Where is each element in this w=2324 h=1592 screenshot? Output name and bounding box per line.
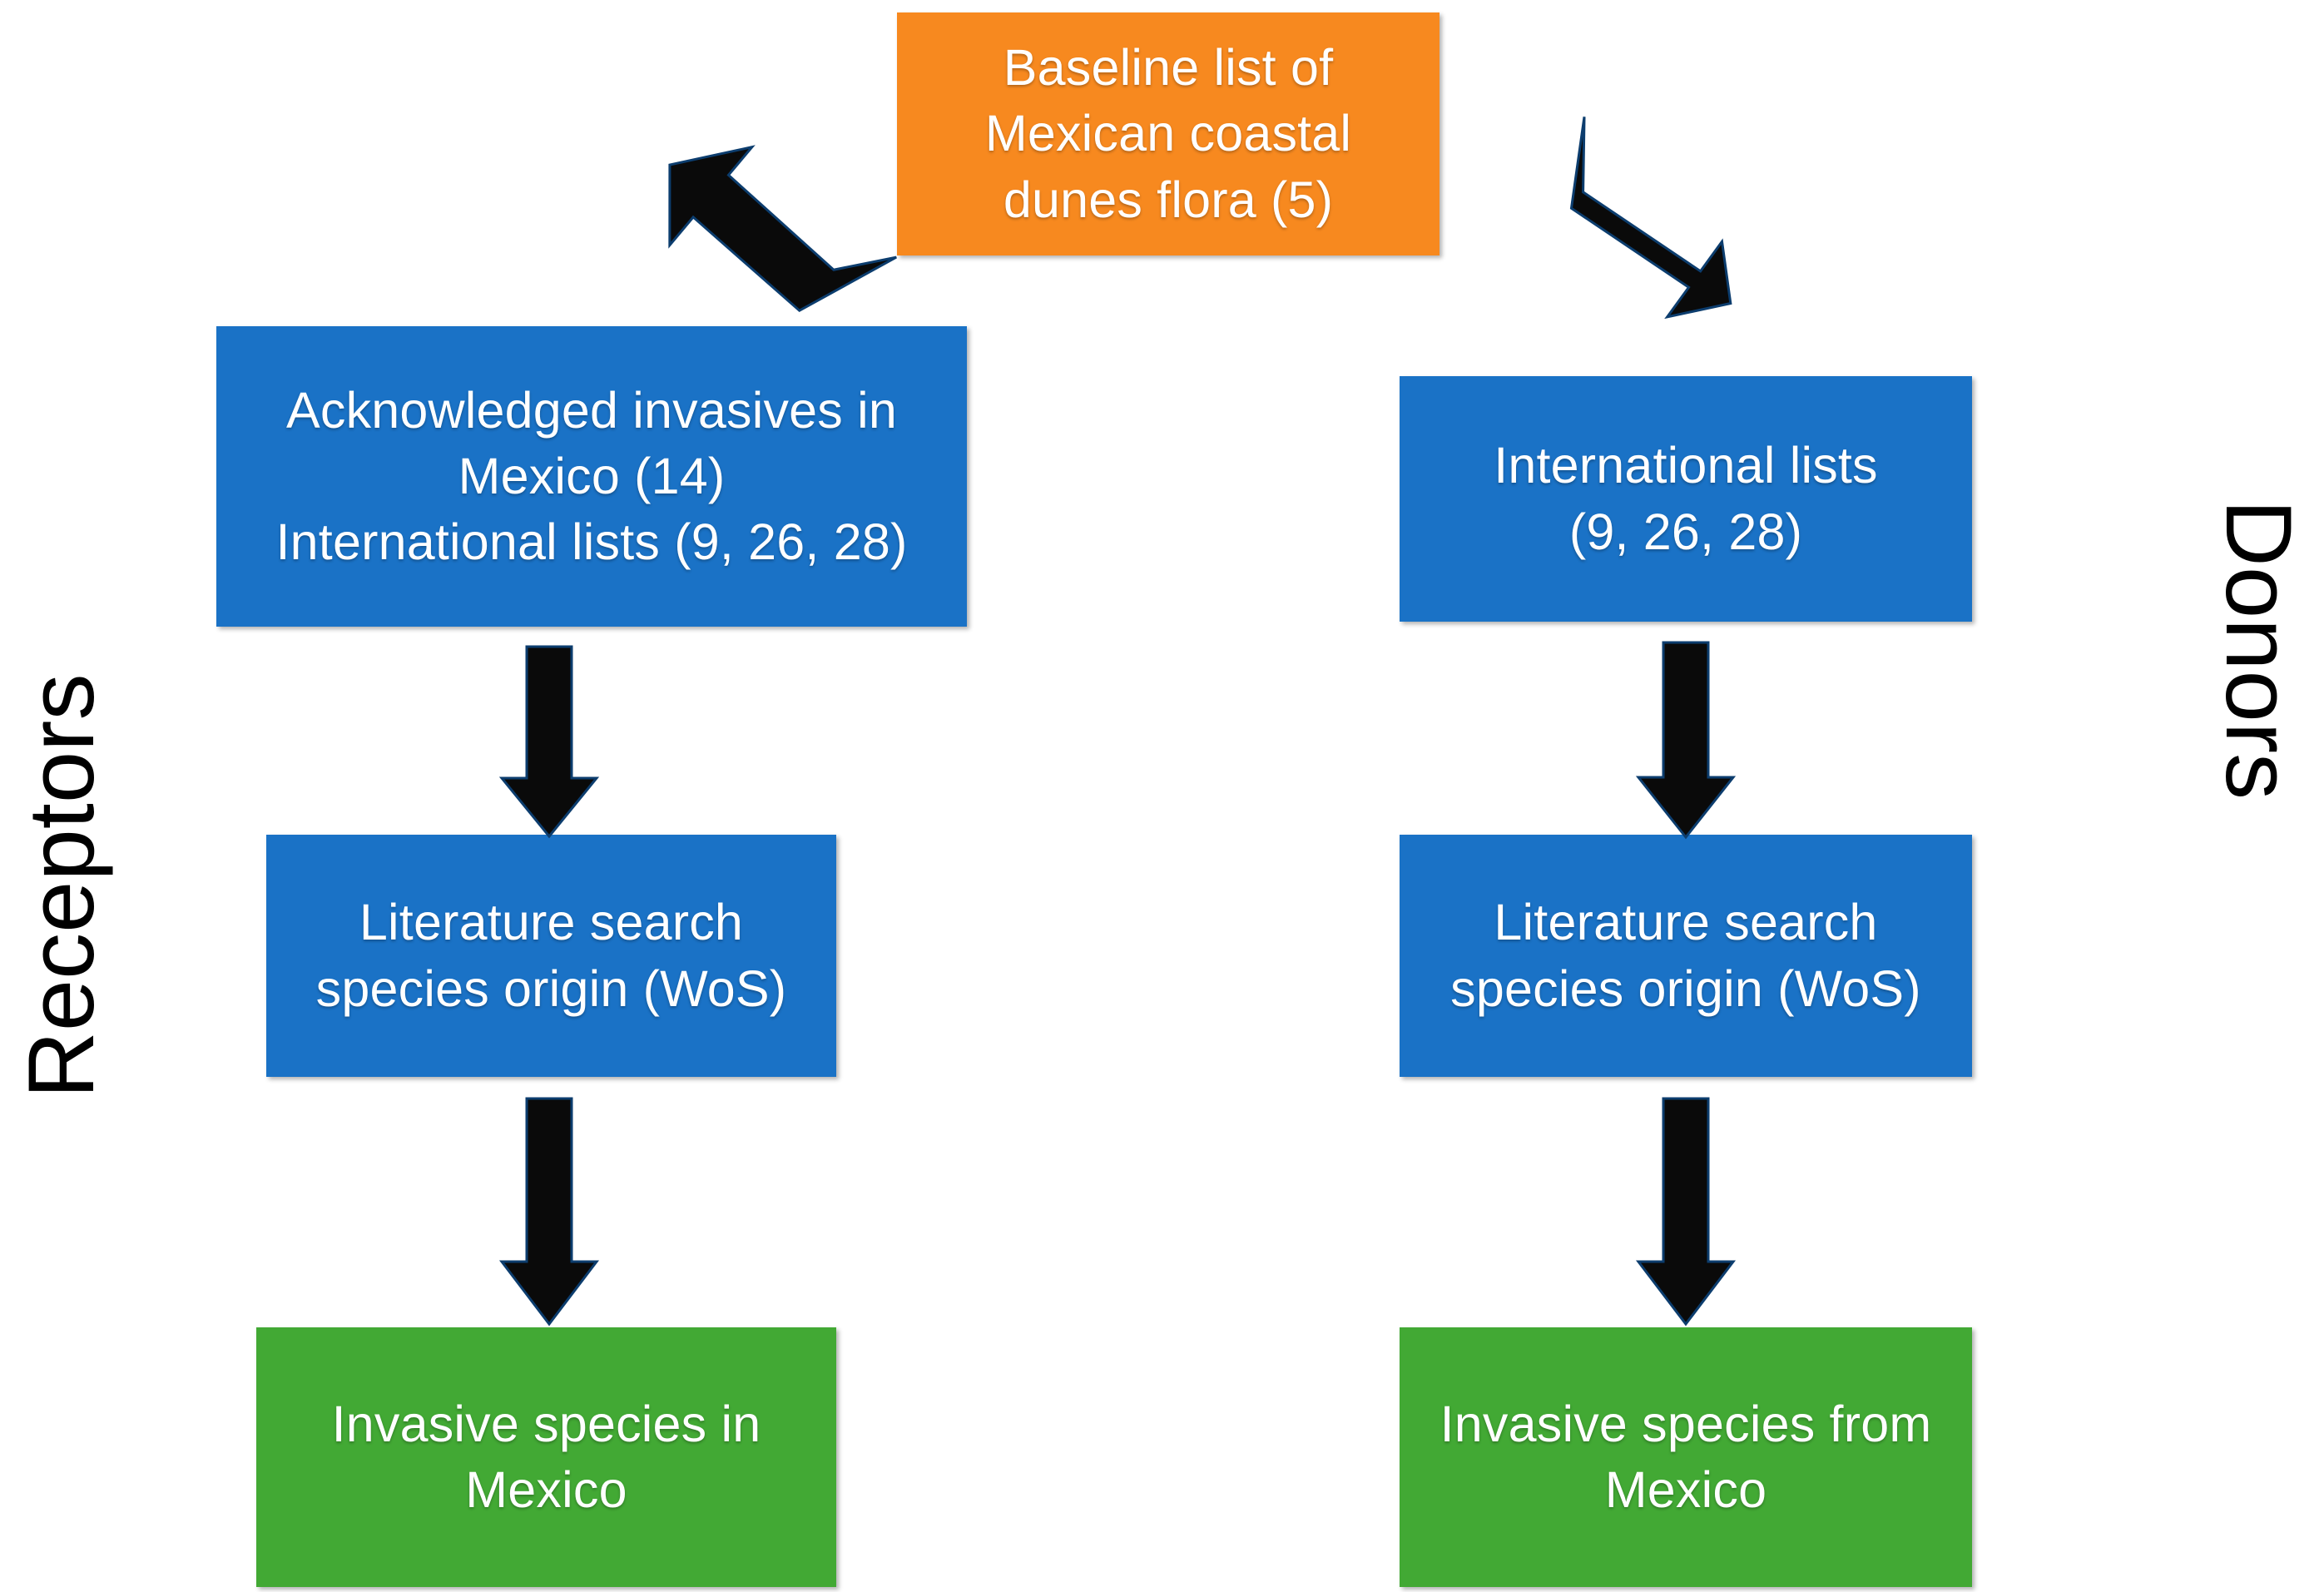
node-literature-search-donors[interactable]: Literature search species origin (WoS) [1400,835,1972,1077]
node-invasive-species-in-mexico[interactable]: Invasive species in Mexico [256,1327,836,1587]
node-international-lists[interactable]: International lists (9, 26, 28) [1400,376,1972,622]
arrow-source-to-donors-icon [1518,117,1759,320]
node-acknowledged-invasives-mexico[interactable]: Acknowledged invasives in Mexico (14) In… [216,326,967,627]
node-baseline-list[interactable]: Baseline list of Mexican coastal dunes f… [897,12,1439,255]
node-invasive-species-from-mexico[interactable]: Invasive species from Mexico [1400,1327,1972,1587]
arrow-donor-literature-to-result-icon [1635,1097,1737,1327]
arrow-source-to-receptors-icon [632,145,897,313]
side-label-receptors: Receptors [9,673,113,1099]
arrow-receptor-lists-to-literature-icon [498,645,600,839]
side-label-donors: Donors [2207,499,2311,801]
arrow-donor-lists-to-literature-icon [1635,641,1737,840]
node-literature-search-receptors[interactable]: Literature search species origin (WoS) [266,835,836,1077]
arrow-receptor-literature-to-result-icon [498,1097,600,1327]
